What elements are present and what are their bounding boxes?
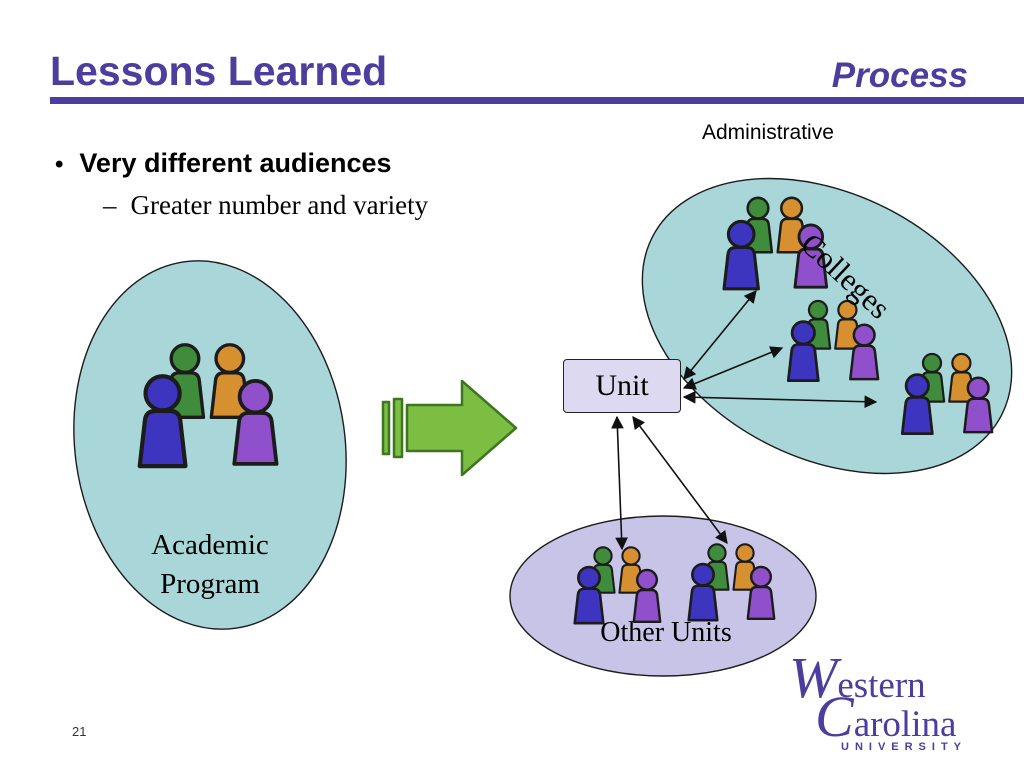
unit-label: Unit xyxy=(595,369,649,402)
sub-bullet-text: Greater number and variety xyxy=(130,190,429,220)
dash-icon: – xyxy=(103,190,117,220)
logo-university-text: UNIVERSITY xyxy=(841,741,968,754)
bullet-text: Very different audiences xyxy=(79,148,392,178)
process-label: Process xyxy=(831,56,968,95)
logo-word-carolina: Carolina xyxy=(815,688,1007,746)
logo-initial-c: C xyxy=(815,684,854,750)
university-logo: Western Carolina UNIVERSITY xyxy=(775,649,1007,754)
connector-arrow-unit-otherunit1 xyxy=(611,415,628,551)
arrow-stripe xyxy=(392,397,404,459)
sub-bullet-item: – Greater number and variety xyxy=(103,190,428,221)
connector-arrow-unit-otherunit2 xyxy=(632,415,728,545)
connector-arrow-unit-college3 xyxy=(682,390,878,409)
logo-initial-w: W xyxy=(789,645,838,710)
arrow-stripe xyxy=(381,400,391,456)
other-units-label: Other Units xyxy=(600,617,732,648)
logo-word-western: Western xyxy=(789,649,1007,707)
academic-program-line2: Program xyxy=(160,568,260,601)
title-underline xyxy=(50,97,1024,104)
logo-rest-arolina: arolina xyxy=(853,704,957,746)
slide-title: Lessons Learned xyxy=(50,48,388,94)
academic-program-ellipse xyxy=(73,260,347,630)
unit-box: Unit xyxy=(563,359,681,413)
logo-rest-estern: estern xyxy=(837,665,926,706)
block-arrow-right-icon xyxy=(381,379,518,477)
page-number: 21 xyxy=(72,724,87,739)
academic-program-line1: Academic xyxy=(151,529,269,561)
connector-arrow-unit-college2 xyxy=(682,346,784,390)
arrow-body xyxy=(405,379,518,477)
bullet-icon: • xyxy=(55,151,64,178)
bullet-item: • Very different audiences xyxy=(55,148,392,179)
academic-program-label: Academic Program xyxy=(112,526,308,604)
administrative-label: Administrative xyxy=(702,121,834,144)
